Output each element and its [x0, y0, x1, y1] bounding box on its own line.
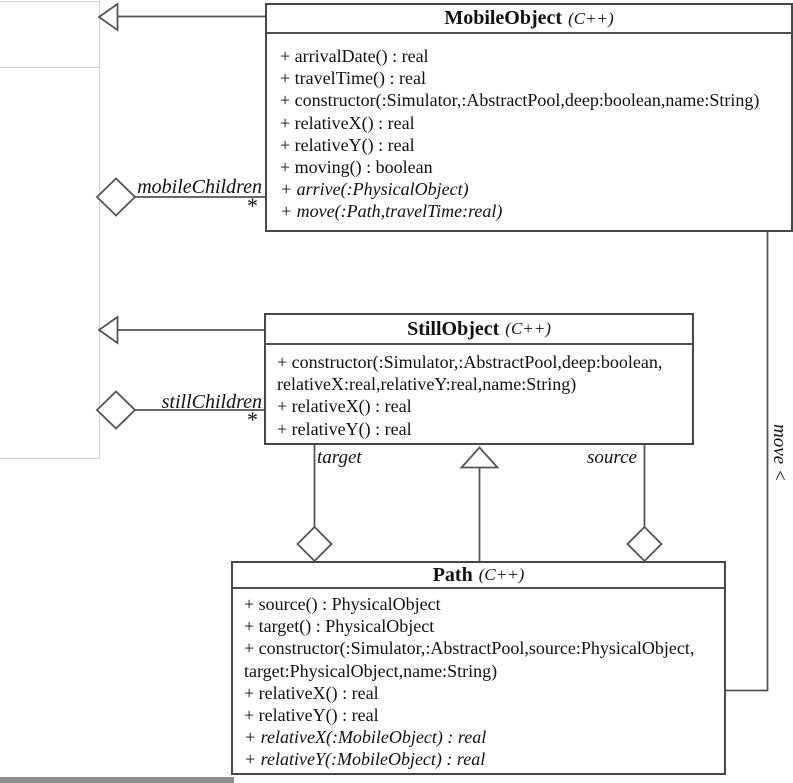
method-line: + arrivalDate() : real — [280, 46, 429, 66]
class-title: Path (C++) — [233, 563, 724, 589]
method-line: + travelTime() : real — [280, 68, 426, 89]
class-box-path[interactable]: Path (C++) + source() : PhysicalObject +… — [231, 561, 726, 775]
class-name: MobileObject — [444, 7, 563, 29]
class-stereotype: (C++) — [505, 319, 551, 338]
label-stillchildren: stillChildren — [161, 391, 262, 413]
multiplicity-star: * — [247, 407, 258, 432]
method-line: + constructor(:Simulator,:AbstractPool,d… — [280, 90, 760, 111]
aggregation-diamond-icon — [296, 525, 333, 563]
class-box-stillobject[interactable]: StillObject (C++) + constructor(:Simulat… — [264, 313, 694, 445]
method-line: + relativeY() : real — [277, 418, 412, 439]
method-line: + constructor(:Simulator,:AbstractPool,s… — [244, 638, 695, 659]
method-line: + constructor(:Simulator,:AbstractPool,d… — [277, 352, 663, 372]
label-source: source — [587, 447, 637, 468]
generalization-arrowhead-icon — [97, 2, 119, 32]
association-line-move — [726, 232, 769, 692]
class-stereotype: (C++) — [568, 8, 614, 28]
scan-edge-bar — [0, 777, 234, 783]
method-list: + arrivalDate() : real + travelTime() : … — [267, 34, 791, 223]
offscreen-class-bottom-edge — [0, 458, 99, 459]
method-line: + relativeX() : real — [277, 396, 412, 417]
method-line: + relativeX(:MobileObject) : real — [244, 727, 487, 748]
aggregation-diamond-icon — [626, 525, 663, 563]
method-line: + relativeX() : real — [244, 682, 379, 703]
label-move: move < — [769, 424, 790, 482]
offscreen-class-title-separator — [0, 67, 99, 68]
method-list: + constructor(:Simulator,:AbstractPool,d… — [266, 345, 692, 440]
method-line: + relativeY(:MobileObject) : real — [244, 749, 486, 770]
label-mobilechildren: mobileChildren — [137, 176, 262, 198]
class-title: MobileObject (C++) — [267, 5, 791, 34]
method-line: + moving() : boolean — [280, 157, 433, 178]
method-line: target:PhysicalObject,name:String) — [244, 660, 498, 681]
method-line: + arrive(:PhysicalObject) — [280, 179, 469, 200]
class-box-mobileobject[interactable]: MobileObject (C++) + arrivalDate() : rea… — [265, 3, 793, 232]
method-line: relativeX:real,relativeY:real,name:Strin… — [277, 374, 577, 395]
generalization-arrowhead-icon — [97, 315, 119, 345]
class-title: StillObject (C++) — [266, 315, 692, 345]
offscreen-class-top-edge — [0, 1, 99, 2]
method-line: + target() : PhysicalObject — [244, 616, 435, 637]
multiplicity-star: * — [247, 193, 258, 218]
class-stereotype: (C++) — [478, 565, 525, 584]
method-line: + relativeY() : real — [280, 134, 415, 155]
class-name: StillObject — [407, 317, 500, 340]
method-list: + source() : PhysicalObject + target() :… — [233, 589, 724, 771]
class-name: Path — [432, 563, 473, 586]
generalization-arrowhead-icon — [459, 446, 500, 469]
offscreen-class-right-edge — [99, 0, 100, 459]
method-line: + relativeY() : real — [244, 705, 379, 726]
method-line: + source() : PhysicalObject — [244, 594, 441, 614]
method-line: + move(:Path,travelTime:real) — [280, 201, 503, 222]
method-line: + relativeX() : real — [280, 112, 415, 133]
label-target: target — [317, 447, 362, 468]
